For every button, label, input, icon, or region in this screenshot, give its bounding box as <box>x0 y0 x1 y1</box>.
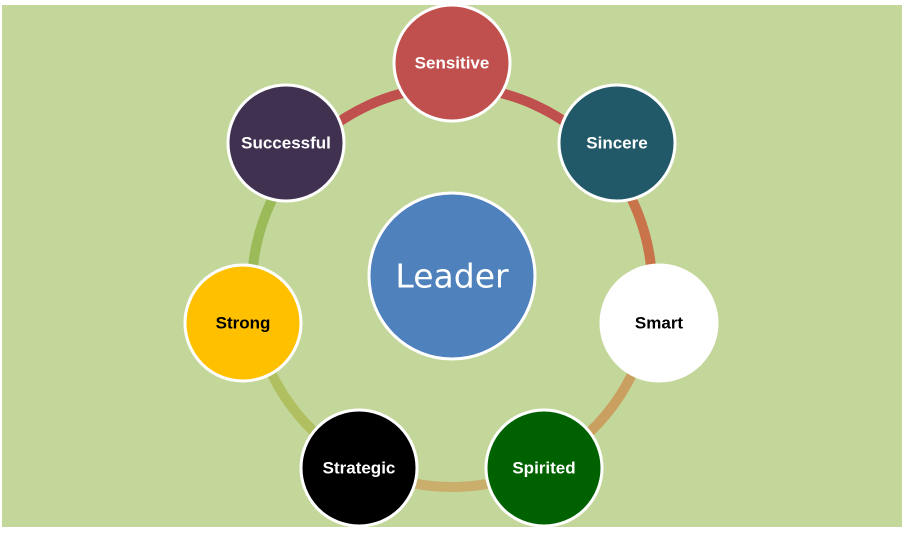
node-label-successful: Successful <box>241 134 331 153</box>
node-circle-sincere <box>557 83 677 203</box>
node-strong: Strong <box>183 263 303 383</box>
node-strategic: Strategic <box>299 408 419 528</box>
node-smart: Smart <box>599 263 719 383</box>
node-circle-strong <box>183 263 303 383</box>
node-label-sincere: Sincere <box>586 134 647 153</box>
node-circle-smart <box>599 263 719 383</box>
node-label-sensitive: Sensitive <box>415 54 490 73</box>
node-label-strategic: Strategic <box>323 459 396 478</box>
node-circle-sensitive <box>392 3 512 123</box>
node-circle-successful <box>226 83 346 203</box>
node-sensitive: Sensitive <box>392 3 512 123</box>
node-label-strong: Strong <box>216 314 271 333</box>
center-node: Leader <box>367 191 537 361</box>
node-label-spirited: Spirited <box>512 459 575 478</box>
node-spirited: Spirited <box>484 408 604 528</box>
node-successful: Successful <box>226 83 346 203</box>
node-circle-spirited <box>484 408 604 528</box>
center-node-label: Leader <box>395 257 509 296</box>
node-sincere: Sincere <box>557 83 677 203</box>
node-label-smart: Smart <box>635 314 684 333</box>
node-circle-strategic <box>299 408 419 528</box>
